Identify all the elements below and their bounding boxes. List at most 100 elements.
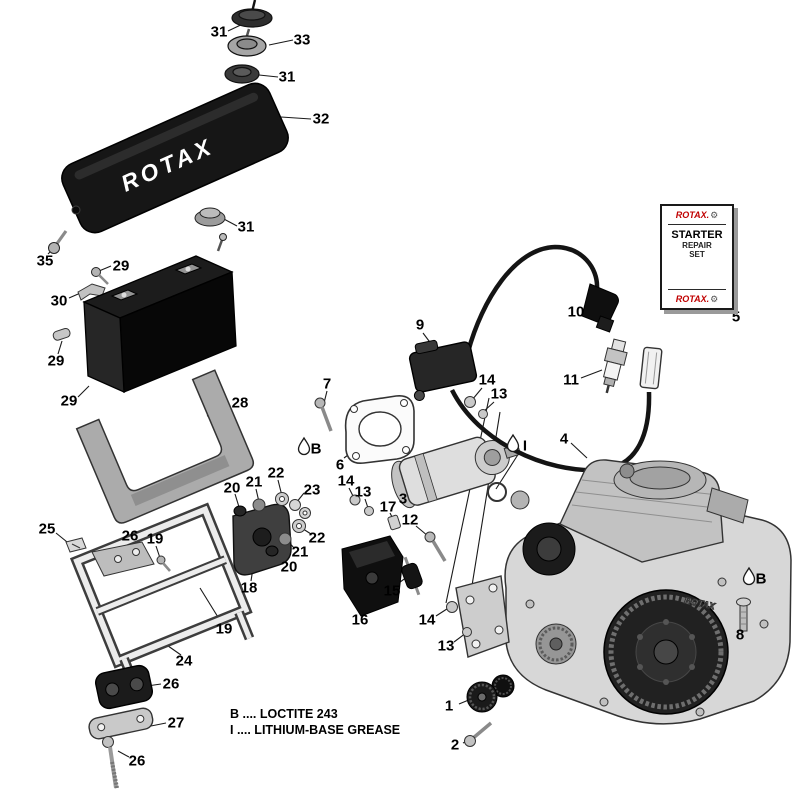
legend: B .... LOCTITE 243 I .... LITHIUM-BASE G… <box>230 707 400 738</box>
starter-repair-set-card: ROTAX.⚙ STARTER REPAIR SET ROTAX.⚙ <box>660 204 734 310</box>
callout-29: 29 <box>47 352 65 370</box>
callout-21: 21 <box>291 543 309 561</box>
callout-14: 14 <box>418 611 436 629</box>
callout-19: 19 <box>146 530 164 548</box>
callout-13: 13 <box>354 483 372 501</box>
loctite-drop-icon <box>297 436 311 456</box>
callout-17: 17 <box>379 498 397 516</box>
callout-8: 8 <box>735 626 745 644</box>
battery-29 <box>82 255 237 394</box>
callout-6: 6 <box>335 456 345 474</box>
callout-2: 2 <box>450 736 460 754</box>
callout-5: 5 <box>731 308 741 326</box>
callout-27: 27 <box>167 714 185 732</box>
callout-19: 19 <box>215 620 233 638</box>
rotax-gear-icon: ⚙ <box>710 209 719 220</box>
bolt-7 <box>314 397 333 432</box>
spark-plug-11 <box>602 338 628 394</box>
washer-14-b <box>349 494 361 506</box>
clip-25 <box>65 537 87 553</box>
bracket-26-black <box>95 664 153 710</box>
mount-bracket-13-14 <box>455 575 510 658</box>
callout-26: 26 <box>128 752 146 770</box>
card-subtitle: SET <box>689 250 705 259</box>
relay-assembly-18 <box>232 492 311 576</box>
callout-12: 12 <box>401 511 419 529</box>
wire-connector <box>639 346 663 390</box>
callout-29: 29 <box>60 392 78 410</box>
spacer-17 <box>387 514 401 531</box>
callout-18: 18 <box>240 579 258 597</box>
callout-3: 3 <box>398 490 408 508</box>
callout-21: 21 <box>245 473 263 491</box>
callout-9: 9 <box>415 316 425 334</box>
callout-35: 35 <box>36 252 54 270</box>
legend-line-loctite: B .... LOCTITE 243 <box>230 707 338 721</box>
callout-22: 22 <box>267 464 285 482</box>
callout-25: 25 <box>38 520 56 538</box>
washer-14-c <box>446 601 458 613</box>
callout-31: 31 <box>237 218 255 236</box>
cover-cap-31 <box>194 207 227 252</box>
callout-1: 1 <box>444 697 454 715</box>
screw-19 <box>156 555 171 572</box>
callout-13: 13 <box>490 385 508 403</box>
callout-B: B <box>310 440 322 458</box>
ignition-coil-9 <box>408 339 478 402</box>
o-ring-grease-point <box>487 482 507 502</box>
callout-32: 32 <box>312 110 330 128</box>
card-divider <box>667 224 727 225</box>
callout-29: 29 <box>112 257 130 275</box>
battery-holder-28 <box>75 369 255 524</box>
rotax-gear-icon: ⚙ <box>710 293 719 304</box>
callout-22: 22 <box>308 529 326 547</box>
plate-26 <box>91 541 155 577</box>
battery-cover-32: ROTAX <box>61 82 289 234</box>
callout-20: 20 <box>223 479 241 497</box>
callout-31: 31 <box>210 23 228 41</box>
terminal-cover-parts <box>224 0 273 84</box>
engine-illustration: ROTAX <box>504 459 792 725</box>
rotax-brand-text: ROTAX. <box>675 294 710 304</box>
strap-27 <box>88 707 154 740</box>
callout-26: 26 <box>121 527 139 545</box>
starter-gear-1 <box>466 674 515 713</box>
bolt-2 <box>464 721 493 747</box>
washer-29-mid <box>52 327 71 341</box>
rotax-brand-text: ROTAX. <box>675 210 710 220</box>
callout-14: 14 <box>478 371 496 389</box>
card-divider <box>667 289 727 290</box>
callout-30: 30 <box>50 292 68 310</box>
spark-plug-cap-10 <box>581 283 619 333</box>
legend-line-grease: I .... LITHIUM-BASE GREASE <box>230 722 401 737</box>
rotax-logo-bottom: ROTAX.⚙ <box>676 294 718 304</box>
card-subtitle: REPAIR <box>682 241 712 250</box>
callout-7: 7 <box>322 375 332 393</box>
callout-26: 26 <box>162 675 180 693</box>
bolt-26-long <box>102 736 119 789</box>
bolt-8 <box>736 597 751 632</box>
battery-frame-24 <box>69 502 255 687</box>
screw-29-top <box>91 267 109 285</box>
bolt-12 <box>424 531 447 562</box>
loctite-drop-icon <box>742 566 756 586</box>
grease-drop-icon <box>506 433 520 453</box>
callout-16: 16 <box>351 611 369 629</box>
nut-13-c <box>462 627 472 637</box>
callout-I: I <box>522 437 528 455</box>
callout-33: 33 <box>293 31 311 49</box>
card-title: STARTER <box>671 229 723 241</box>
nut-13-b <box>364 506 374 516</box>
callout-13: 13 <box>437 637 455 655</box>
damper-15 <box>401 556 423 596</box>
bracket-16 <box>341 535 404 617</box>
callout-11: 11 <box>563 371 579 389</box>
nut-13-a <box>478 409 488 419</box>
callout-31: 31 <box>278 68 296 86</box>
gasket-6 <box>344 394 415 465</box>
callout-4: 4 <box>559 430 569 448</box>
callout-10: 10 <box>567 303 585 321</box>
callout-23: 23 <box>303 481 321 499</box>
